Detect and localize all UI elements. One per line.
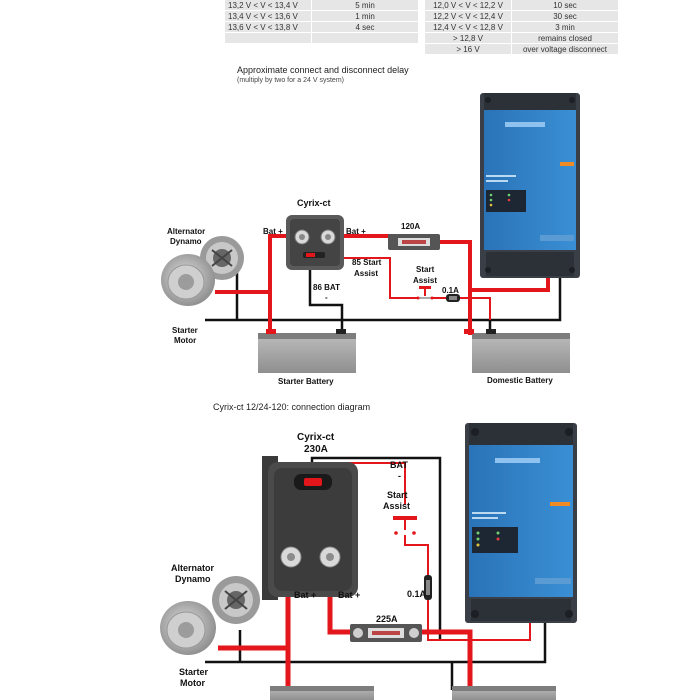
- start-assist-85-label-line1: 85 Start: [352, 258, 382, 267]
- start-assist-switch-2: [393, 516, 417, 535]
- starter-battery: [258, 329, 356, 373]
- domestic-battery-2: [452, 686, 556, 700]
- diagram-2: Cyrix-ct 230A BAT - Start Assist 0.1A 22…: [160, 423, 577, 700]
- delay-range-cell: 12,4 V < V < 12,8 V: [425, 21, 512, 33]
- start-assist-wire-1: [330, 257, 491, 320]
- delay-range-cell: 12,2 V < V < 12,4 V: [425, 10, 512, 22]
- fuse-0-1a-2: [424, 575, 432, 600]
- fuse-0-1a-1: [446, 294, 460, 302]
- start-assist-85-label-line2: Assist: [354, 269, 378, 278]
- starter-motor-label-line1: Starter: [172, 326, 198, 335]
- diagram-1: Cyrix-ct Bat + Bat + 120A 85 Start Assis…: [161, 93, 580, 386]
- delay-time-cell: [311, 32, 419, 44]
- delay-time-cell: 3 min: [511, 21, 619, 33]
- cyrix-ct-label-1: Cyrix-ct: [297, 198, 331, 208]
- cyrix-ct-relay-2: [262, 456, 358, 600]
- bat-plus-right-label-2: Bat +: [338, 590, 360, 600]
- delay-range-cell: > 12,8 V: [425, 32, 512, 44]
- delay-range-cell: > 16 V: [425, 43, 512, 55]
- fuse-120a-label: 120A: [401, 222, 420, 231]
- multiplus-inverter-2: [465, 423, 577, 623]
- bat-plus-left-label-2: Bat +: [294, 590, 316, 600]
- start-assist-switch-label-line2: Assist: [413, 276, 437, 285]
- start-assist-switch-label-line1: Start: [416, 265, 435, 274]
- delay-time-cell: 5 min: [311, 0, 419, 11]
- bat86-label-line2: -: [325, 293, 328, 302]
- start-assist-label-2-line2: Assist: [383, 501, 410, 511]
- alternator-label-2-line1: Alternator: [171, 563, 215, 573]
- bat-minus-label-line1: BAT: [390, 460, 408, 470]
- bat-minus-label-line2: -: [398, 471, 401, 481]
- delay-time-cell: over voltage disconnect: [511, 43, 619, 55]
- bat-plus-right-label-1: Bat +: [346, 227, 366, 236]
- domestic-battery: [464, 329, 570, 373]
- start-assist-label-2-line1: Start: [387, 490, 408, 500]
- fuse-0-1a-label-1: 0.1A: [442, 286, 459, 295]
- fuse-0-1a-label-2: 0.1A: [407, 589, 427, 599]
- starter-battery-label: Starter Battery: [278, 377, 334, 386]
- delay-time-cell: 1 min: [311, 10, 419, 22]
- alternator-starter-1: [161, 236, 244, 306]
- multiplus-inverter-1: [480, 93, 580, 278]
- starter-motor-label-2-line2: Motor: [180, 678, 205, 688]
- delay-range-cell: [225, 32, 312, 44]
- cyrix-ct-relay-1: [286, 215, 344, 270]
- alternator-label-2-line2: Dynamo: [175, 574, 211, 584]
- bat-plus-left-label-1: Bat +: [263, 227, 283, 236]
- starter-motor-label-2-line1: Starter: [179, 667, 209, 677]
- starter-motor-label-line2: Motor: [174, 336, 196, 345]
- cyrix-ct-label-2-line2: 230A: [304, 444, 328, 455]
- delay-caption-title: Approximate connect and disconnect delay: [237, 65, 409, 75]
- fuse-225a: [350, 624, 422, 642]
- delay-row: [225, 32, 419, 44]
- cyrix-ct-label-2-line1: Cyrix-ct: [297, 432, 335, 443]
- bat86-label-line1: 86 BAT: [313, 283, 340, 292]
- alternator-label-line2: Dynamo: [170, 237, 202, 246]
- delay-range-cell: 12,0 V < V < 12,2 V: [425, 0, 512, 11]
- start-assist-switch-1: [416, 286, 434, 300]
- starter-battery-2: [270, 686, 374, 700]
- fuse-120a: [388, 234, 440, 250]
- delay-range-cell: 13,2 V < V < 13,4 V: [225, 0, 312, 11]
- delay-time-cell: 10 sec: [511, 0, 619, 11]
- delay-range-cell: 13,4 V < V < 13,6 V: [225, 10, 312, 22]
- negative-wires-1: [205, 268, 562, 335]
- delay-time-cell: 4 sec: [311, 21, 419, 33]
- alternator-label-line1: Alternator: [167, 227, 205, 236]
- delay-caption-subtitle: (multiply by two for a 24 V system): [237, 77, 344, 84]
- delay-time-cell: remains closed: [511, 32, 619, 44]
- delay-time-cell: 30 sec: [511, 10, 619, 22]
- fuse-225a-label: 225A: [376, 614, 398, 624]
- section-2-title: Cyrix-ct 12/24-120: connection diagram: [213, 402, 371, 412]
- domestic-battery-label: Domestic Battery: [487, 376, 553, 385]
- alternator-starter-2: [160, 576, 260, 655]
- delay-range-cell: 13,6 V < V < 13,8 V: [225, 21, 312, 33]
